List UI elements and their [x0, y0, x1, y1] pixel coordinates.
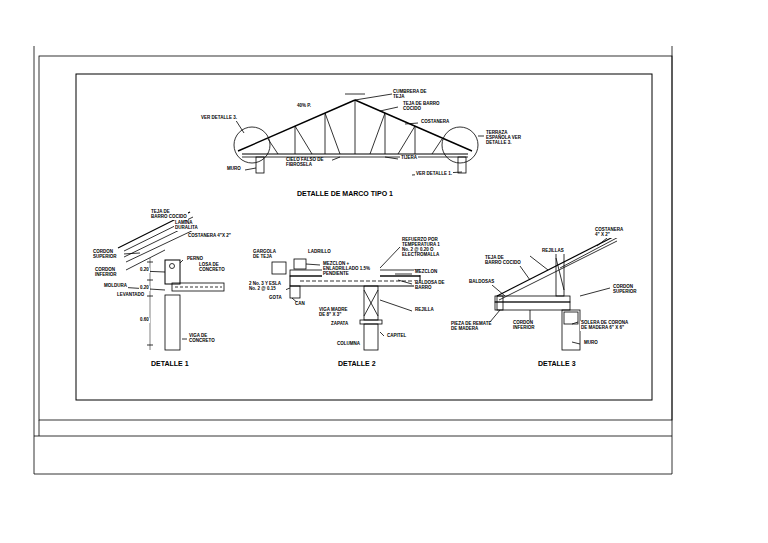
- part-label: TEJA DE BARRO COCIDO: [402, 102, 444, 112]
- part-label: ZAPATA: [330, 322, 349, 327]
- detail-2-drawing: [272, 247, 420, 350]
- detail-title: DETALLE 3: [537, 360, 577, 368]
- part-label: CORDON INFERIOR: [94, 268, 126, 278]
- part-label: LEVANTADO: [116, 293, 145, 298]
- part-label: VIGA MADRE DE 8" X 3": [318, 308, 352, 318]
- part-label: MURO: [226, 167, 242, 172]
- part-label: TEJA DE BARRO COCIDO: [150, 210, 188, 220]
- part-label: CORDON INFERIOR: [512, 321, 544, 331]
- detail-3-drawing: [490, 232, 628, 350]
- part-label: GOTA: [268, 296, 283, 301]
- part-label: VER DETALLE 3.: [200, 116, 238, 121]
- part-label: LADRILLO: [307, 250, 332, 255]
- part-label: PIEZA DE REMATE DE MADERA: [450, 322, 494, 332]
- part-label: VER DETALLE 1.: [415, 172, 453, 177]
- part-label: MURO: [583, 341, 599, 346]
- part-label: 0.60: [139, 318, 150, 323]
- part-label: COSTANERA 4"X 2": [187, 234, 232, 239]
- part-label: 0.20: [139, 286, 150, 291]
- part-label: 2 No. 3 Y ESLA No. 2 @ 0.15: [248, 282, 286, 292]
- part-label: MOLDURA: [103, 284, 128, 289]
- part-label: REJILLAS: [541, 249, 565, 254]
- detail-title: DETALLE DE MARCO TIPO 1: [296, 190, 394, 198]
- part-label: 0.20: [139, 268, 150, 273]
- part-label: CIELO FALSO DE FIBROSELA: [285, 158, 332, 168]
- part-label: TIJERA: [400, 156, 418, 161]
- part-label: BALDOSAS: [468, 280, 495, 285]
- part-label: CORDON SUPERIOR: [612, 285, 644, 295]
- detail-title: DETALLE 1: [150, 360, 190, 368]
- part-label: CAPITEL: [386, 334, 407, 339]
- part-label: REFUERZO POR TEMPERATURA 1 No. 2 @ 0.20 …: [401, 238, 449, 258]
- part-label: REJILLA: [414, 308, 435, 313]
- truss-drawing: [234, 94, 484, 175]
- part-label: COLUMNA: [336, 342, 361, 347]
- part-label: BALDOSA DE BARRO: [414, 281, 446, 291]
- part-label: TERRAZA ESPAÑOLA VER DETALLE 3.: [485, 131, 529, 146]
- part-label: SOLERA DE CORONA DE MADERA 6" X 6": [580, 321, 630, 331]
- part-label: GARGOLA DE TEJA: [252, 250, 282, 260]
- part-label: TEJA DE BARRO COCIDO: [484, 256, 522, 266]
- part-label: LAMINA DURALITA: [174, 221, 208, 231]
- part-label: COSTANERA: [420, 120, 450, 125]
- part-label: VIGA DE CONCRETO: [188, 334, 220, 344]
- detail-title: DETALLE 2: [337, 360, 377, 368]
- part-label: CAN: [294, 302, 306, 307]
- part-label: PERNO: [186, 257, 204, 262]
- detail-1-drawing: [118, 212, 224, 350]
- part-label: 40% P.: [296, 104, 312, 109]
- part-label: COSTANERA 4" X 2": [594, 228, 628, 238]
- part-label: LOSA DE CONCRETO: [198, 263, 230, 273]
- part-label: CORDON SUPERIOR: [92, 250, 124, 260]
- part-label: MEZCLON + ENLADRILLADO 1.5% PENDIENTE: [322, 262, 380, 277]
- part-label: MEZCLON: [414, 270, 438, 275]
- part-label: CUMBRERA DE TEJA: [392, 90, 432, 100]
